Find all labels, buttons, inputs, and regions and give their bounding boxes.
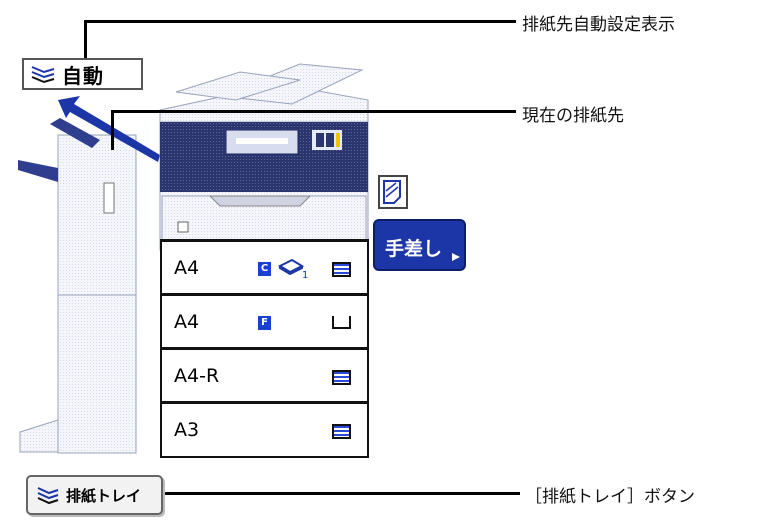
paper-sheet-icon bbox=[378, 175, 408, 209]
callout-line-current-vertical bbox=[111, 110, 114, 150]
tray-size-label: A4 bbox=[174, 311, 200, 333]
finisher-tray-top bbox=[50, 118, 100, 148]
exit-tray-button[interactable]: 排紙トレイ bbox=[26, 475, 163, 515]
callout-line-button bbox=[150, 492, 520, 495]
paper-tray-4[interactable]: A3 bbox=[160, 401, 369, 458]
current-exit-arrow bbox=[58, 96, 160, 162]
tray-lines-icon bbox=[37, 487, 59, 505]
auto-label: 自動 bbox=[62, 63, 104, 88]
paper-tray-3[interactable]: A4-R bbox=[160, 347, 369, 404]
callout-line-auto-horizontal bbox=[84, 20, 516, 23]
callout-auto-display: 排紙先自動設定表示 bbox=[522, 15, 675, 35]
paper-stack-full-icon bbox=[332, 424, 351, 439]
tray-number-label: 1 bbox=[302, 270, 309, 281]
manual-feed-button[interactable]: 手差し bbox=[373, 219, 466, 271]
tray-lines-icon bbox=[31, 66, 55, 84]
paper-tray-2[interactable]: A4 F bbox=[160, 293, 369, 350]
callout-exit-tray-button: ［排紙トレイ］ボタン bbox=[525, 487, 695, 507]
callout-line-auto-vertical bbox=[84, 20, 87, 60]
paper-stack-full-icon bbox=[332, 262, 351, 277]
color-badge: F bbox=[258, 316, 271, 330]
paper-empty-icon bbox=[332, 316, 351, 329]
callout-current-exit: 現在の排紙先 bbox=[522, 106, 624, 126]
exit-tray-label: 排紙トレイ bbox=[66, 486, 142, 505]
auto-exit-indicator: 自動 bbox=[22, 58, 143, 90]
tray-size-label: A4-R bbox=[174, 365, 220, 387]
triangle-right-icon bbox=[452, 253, 460, 261]
paper-tray-1[interactable]: A4 C 1 bbox=[160, 239, 369, 296]
tray-size-label: A4 bbox=[174, 257, 200, 279]
tray-1-icon bbox=[278, 258, 305, 276]
callout-line-current-horizontal bbox=[111, 110, 516, 113]
color-badge: C bbox=[258, 262, 271, 276]
tray-size-label: A3 bbox=[174, 419, 200, 441]
paper-stack-full-icon bbox=[332, 370, 351, 385]
manual-feed-label: 手差し bbox=[385, 238, 443, 260]
